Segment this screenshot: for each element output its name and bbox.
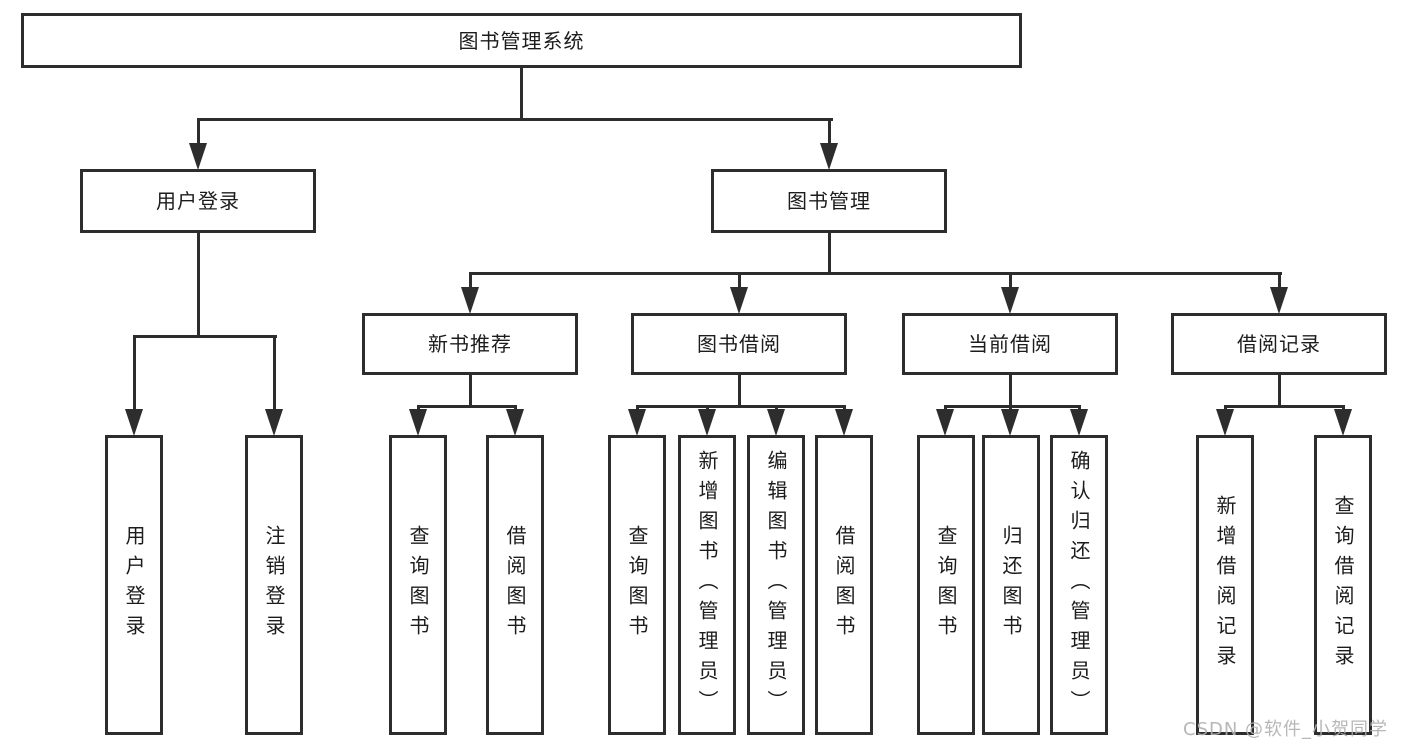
- connector-drop-recommend: [469, 272, 472, 290]
- arrowhead-confirm-return-icon: [1070, 409, 1088, 436]
- leaf-recommend-query-books-label: 查询图书: [406, 525, 430, 645]
- connector-book-management-stem: [828, 233, 831, 275]
- arrowhead-borrow-books-icon: [835, 409, 853, 436]
- node-book-management-label: 图书管理: [787, 189, 871, 213]
- node-user-login-label: 用户登录: [156, 189, 240, 213]
- node-user-login: 用户登录: [80, 169, 316, 233]
- leaf-recommend-query-books: 查询图书: [389, 435, 447, 735]
- node-book-borrow-label: 图书借阅: [697, 332, 781, 356]
- arrowhead-borrow-query-icon: [628, 409, 646, 436]
- leaf-edit-books-admin: 编辑图书（管理员）: [747, 435, 805, 735]
- node-new-book-recommend-label: 新书推荐: [428, 332, 512, 356]
- node-current-borrow: 当前借阅: [902, 313, 1118, 375]
- leaf-user-login: 用户登录: [105, 435, 163, 735]
- leaf-confirm-return-admin: 确认归还（管理员）: [1050, 435, 1108, 735]
- connector-root-stem: [520, 68, 523, 118]
- node-borrow-records-label: 借阅记录: [1237, 332, 1321, 356]
- leaf-return-books: 归还图书: [982, 435, 1040, 735]
- connector-level2-rail: [197, 118, 833, 121]
- arrowhead-recommend-icon: [461, 287, 479, 314]
- connector-borrow-records-stem: [1278, 375, 1281, 408]
- connector-drop-current-borrow: [1009, 272, 1012, 290]
- connector-recommend-rail: [417, 405, 517, 408]
- connector-drop-book-management: [828, 118, 831, 146]
- arrowhead-return-books-icon: [1001, 409, 1019, 436]
- node-book-borrow: 图书借阅: [631, 313, 847, 375]
- csdn-watermark: CSDN @软件_小贺同学: [1183, 719, 1389, 740]
- connector-book-borrow-stem: [738, 375, 741, 408]
- leaf-borrow-books: 借阅图书: [815, 435, 873, 735]
- node-new-book-recommend: 新书推荐: [362, 313, 578, 375]
- leaf-add-books-admin: 新增图书（管理员）: [678, 435, 736, 735]
- leaf-logout: 注销登录: [245, 435, 303, 735]
- leaf-edit-books-admin-label: 编辑图书（管理员）: [764, 450, 788, 720]
- arrowhead-leaf-user-login-icon: [125, 409, 143, 436]
- leaf-query-borrow-record: 查询借阅记录: [1314, 435, 1372, 735]
- leaf-add-borrow-record-label: 新增借阅记录: [1213, 495, 1237, 675]
- connector-login-rail: [133, 335, 277, 338]
- leaf-borrow-query-books-label: 查询图书: [625, 525, 649, 645]
- leaf-recommend-borrow-books-label: 借阅图书: [503, 525, 527, 645]
- connector-user-login-stem: [197, 233, 200, 338]
- leaf-return-books-label: 归还图书: [999, 525, 1023, 645]
- arrowhead-leaf-logout-icon: [265, 409, 283, 436]
- connector-current-borrow-rail: [944, 405, 1081, 408]
- node-current-borrow-label: 当前借阅: [968, 332, 1052, 356]
- node-borrow-records: 借阅记录: [1171, 313, 1387, 375]
- arrowhead-user-login-icon: [189, 143, 207, 170]
- connector-current-borrow-stem: [1009, 375, 1012, 408]
- connector-borrow-records-rail: [1224, 405, 1345, 408]
- connector-recommend-stem: [469, 375, 472, 408]
- arrowhead-book-borrow-icon: [730, 287, 748, 314]
- arrowhead-edit-books-icon: [767, 409, 785, 436]
- leaf-user-login-label: 用户登录: [122, 525, 146, 645]
- leaf-add-borrow-record: 新增借阅记录: [1196, 435, 1254, 735]
- connector-drop-book-borrow: [738, 272, 741, 290]
- leaf-borrow-query-books: 查询图书: [608, 435, 666, 735]
- leaf-confirm-return-admin-label: 确认归还（管理员）: [1067, 450, 1091, 720]
- node-book-management: 图书管理: [711, 169, 947, 233]
- leaf-logout-label: 注销登录: [262, 525, 286, 645]
- arrowhead-current-query-icon: [936, 409, 954, 436]
- node-root-label: 图书管理系统: [458, 28, 585, 53]
- arrowhead-recommend-query-icon: [409, 409, 427, 436]
- leaf-borrow-books-label: 借阅图书: [832, 525, 856, 645]
- node-root: 图书管理系统: [21, 13, 1022, 68]
- connector-drop-leaf-user-login: [133, 335, 136, 411]
- arrowhead-borrow-records-icon: [1270, 287, 1288, 314]
- leaf-add-books-admin-label: 新增图书（管理员）: [695, 450, 719, 720]
- connector-drop-borrow-records: [1278, 272, 1281, 290]
- leaf-recommend-borrow-books: 借阅图书: [486, 435, 544, 735]
- arrowhead-add-record-icon: [1216, 409, 1234, 436]
- connector-level3-rail: [469, 272, 1282, 275]
- connector-drop-user-login: [197, 118, 200, 146]
- arrowhead-query-record-icon: [1334, 409, 1352, 436]
- arrowhead-recommend-borrow-icon: [506, 409, 524, 436]
- arrowhead-current-borrow-icon: [1001, 287, 1019, 314]
- leaf-current-query-books-label: 查询图书: [934, 525, 958, 645]
- connector-book-borrow-rail: [636, 405, 846, 408]
- leaf-query-borrow-record-label: 查询借阅记录: [1331, 495, 1355, 675]
- arrowhead-add-books-icon: [698, 409, 716, 436]
- connector-drop-leaf-logout: [273, 335, 276, 411]
- leaf-current-query-books: 查询图书: [917, 435, 975, 735]
- arrowhead-book-management-icon: [820, 143, 838, 170]
